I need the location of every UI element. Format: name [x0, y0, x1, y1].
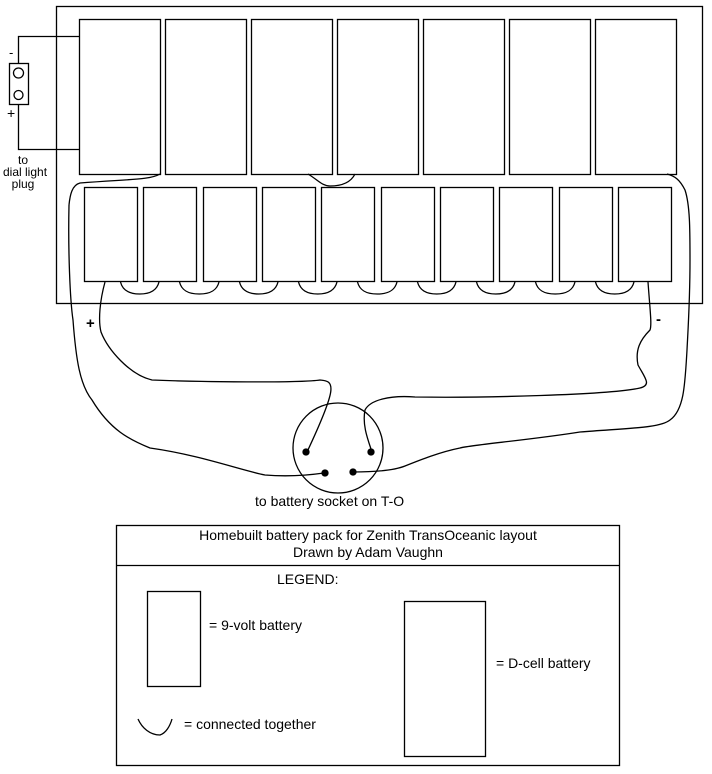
d-cell-battery	[250, 18, 334, 176]
connected-together-link	[475, 281, 516, 295]
d-cell-battery	[594, 18, 678, 176]
connected-together-link	[356, 281, 398, 295]
wire-negative	[363, 281, 652, 453]
plug-pin-plus	[13, 89, 24, 101]
dial-plug-label-line: to	[17, 153, 28, 167]
d-cell-link-3	[666, 173, 691, 261]
socket-pin	[367, 448, 375, 456]
legend-nine-volt-symbol	[146, 590, 202, 688]
nine-volt-battery	[142, 186, 198, 283]
plug-pin-minus	[12, 67, 25, 79]
nine-volt-links	[119, 281, 635, 295]
connected-together-link	[416, 281, 457, 295]
plug-wire-minus	[17, 35, 79, 63]
battery-socket	[292, 402, 384, 494]
d-cell-battery	[78, 18, 162, 176]
socket-pin	[302, 448, 310, 456]
plug-minus-sign: -	[9, 45, 14, 60]
connected-together-link	[534, 281, 576, 295]
wire-outer-left	[68, 204, 325, 477]
nine-volt-battery	[617, 186, 673, 283]
legend-d-cell-symbol	[403, 600, 487, 758]
dial-plug-label-line: plug	[11, 177, 35, 191]
nine-volt-battery	[261, 186, 317, 283]
author-text: Drawn by Adam Vaughn	[293, 544, 443, 560]
nine-volt-battery	[202, 186, 258, 283]
plug-body	[8, 62, 30, 106]
pack-negative-sign: -	[656, 311, 661, 328]
d-cell-battery	[336, 18, 420, 176]
wire-outer-right	[352, 259, 691, 473]
legend-heading: LEGEND:	[277, 571, 339, 587]
nine-volt-battery	[83, 186, 139, 283]
nine-volt-battery	[380, 186, 436, 283]
connected-together-link	[594, 281, 635, 295]
nine-volt-battery	[498, 186, 554, 283]
legend-connected-label: = connected together	[184, 716, 316, 732]
socket-outline	[292, 402, 384, 494]
pack-enclosure	[55, 5, 704, 305]
title-box	[115, 524, 621, 767]
d-cell-battery	[164, 18, 248, 176]
plug-wire-plus	[17, 104, 79, 151]
legend-connected-symbol	[137, 718, 173, 736]
dial-plug-label: to dial light plug	[3, 153, 48, 191]
connected-together-link	[238, 281, 279, 295]
legend-d-cell-label: = D-cell battery	[496, 655, 591, 671]
d-cell-battery	[422, 18, 506, 176]
d-cell-link-1	[68, 173, 161, 206]
socket-label: to battery socket on T-O	[255, 493, 405, 509]
legend-nine-volt-label: = 9-volt battery	[209, 617, 302, 633]
socket-pin	[321, 469, 329, 477]
dial-light-plug	[8, 35, 79, 151]
d-cell-link-2	[307, 173, 356, 187]
wire-positive	[98, 281, 332, 453]
plug-plus-sign: +	[7, 105, 16, 121]
d-cell-battery	[508, 18, 592, 176]
dial-plug-label-line: dial light	[3, 165, 48, 179]
connected-together-link	[178, 281, 220, 295]
connected-together-link	[119, 281, 160, 295]
d-cell-row	[78, 18, 678, 176]
connected-together-link	[297, 281, 338, 295]
pack-positive-sign: +	[86, 315, 95, 332]
nine-volt-row	[83, 186, 673, 283]
nine-volt-battery	[320, 186, 376, 283]
nine-volt-battery	[439, 186, 495, 283]
title-text: Homebuilt battery pack for Zenith TransO…	[199, 527, 537, 543]
nine-volt-battery	[558, 186, 614, 283]
socket-pin	[349, 468, 357, 476]
